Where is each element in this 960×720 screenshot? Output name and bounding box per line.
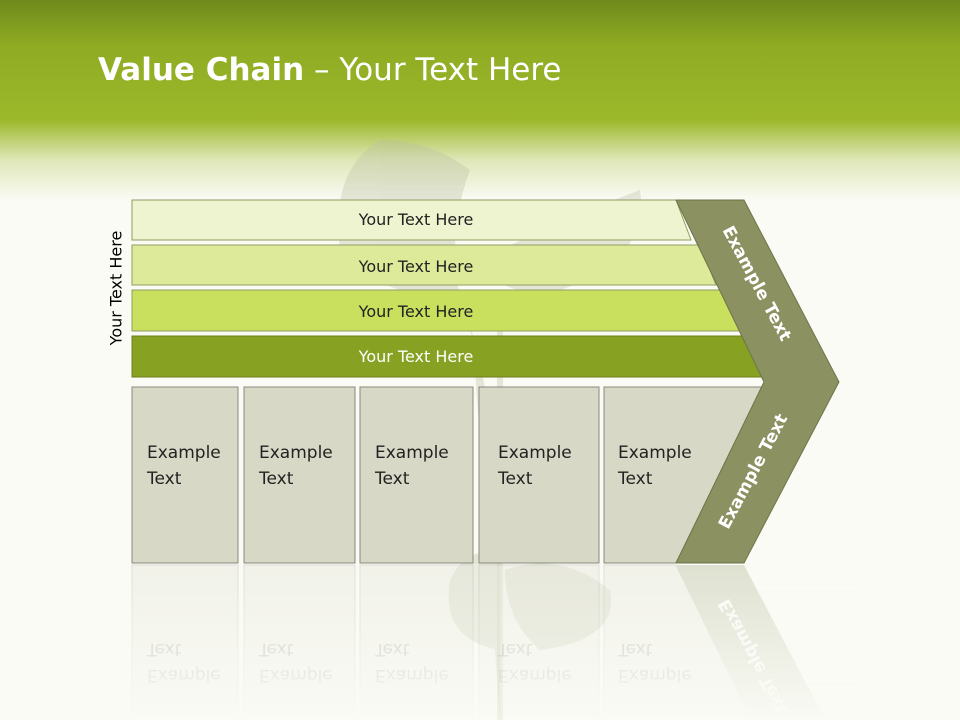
support-bar-1	[131, 199, 692, 241]
primary-box-2-line1: Example	[259, 443, 333, 463]
header-band	[0, 0, 960, 200]
diagram-reflection: Example Text Example Text Example Text E…	[120, 564, 860, 720]
primary-box-4	[478, 386, 600, 564]
primary-box: Example Text	[603, 386, 763, 564]
support-row: Your Text Here	[131, 289, 741, 332]
primary-box-5-line2: Text	[617, 469, 653, 489]
primary-box-3-line2: Text	[374, 469, 410, 489]
primary-box-4-line2: Text	[497, 469, 533, 489]
primary-box-1-line1: Example	[147, 443, 221, 463]
primary-box-3-line1: Example	[375, 443, 449, 463]
primary-box-1-line2: Text	[146, 469, 182, 489]
primary-box-1	[131, 386, 239, 564]
primary-box-3	[359, 386, 474, 564]
support-bar-1-label: Your Text Here	[358, 210, 474, 229]
page-title: Value Chain – Your Text Here	[98, 52, 562, 88]
primary-box-2-line2: Text	[258, 469, 294, 489]
support-row: Your Text Here	[131, 244, 717, 286]
primary-box-5-line1: Example	[618, 443, 692, 463]
support-bar-2-label: Your Text Here	[358, 257, 474, 276]
support-bar-4-label: Your Text Here	[358, 347, 474, 366]
support-row: Your Text Here	[131, 199, 692, 241]
support-row: Your Text Here	[131, 335, 765, 378]
primary-box: Example Text	[243, 386, 356, 564]
margin-arrow-shape	[675, 199, 840, 564]
primary-box-4-line1: Example	[498, 443, 572, 463]
primary-box: Example Text	[478, 386, 600, 564]
primary-box: Example Text	[131, 386, 239, 564]
primary-box: Example Text	[359, 386, 474, 564]
support-bar-2	[131, 244, 717, 286]
primary-box-2	[243, 386, 356, 564]
support-bar-3-label: Your Text Here	[358, 302, 474, 321]
